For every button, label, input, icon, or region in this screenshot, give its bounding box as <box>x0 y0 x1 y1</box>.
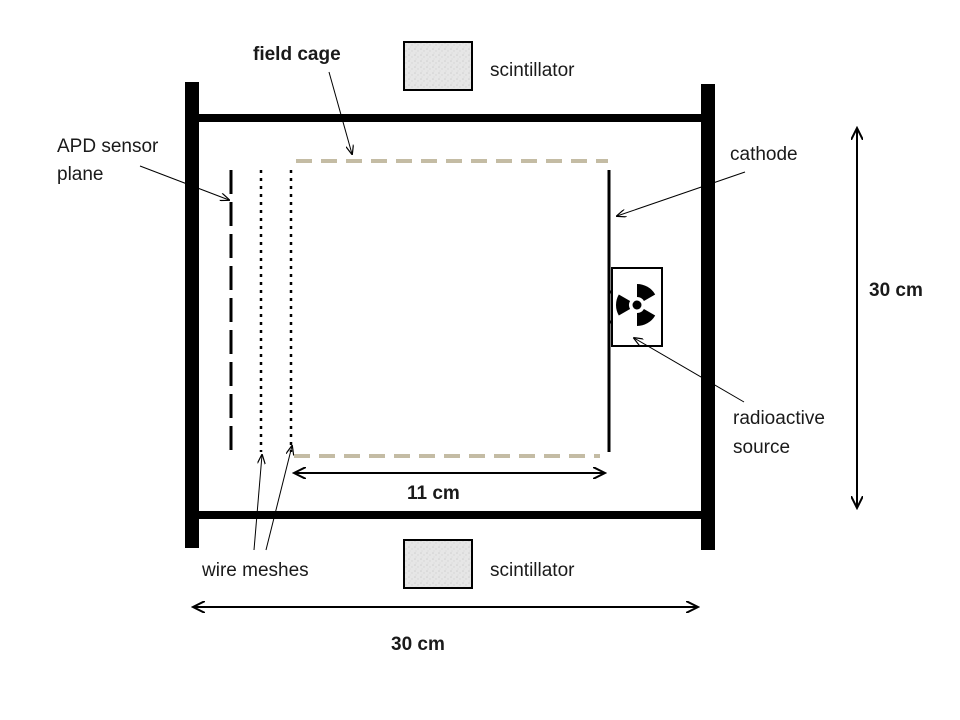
apd-pointer <box>139 165 229 200</box>
scintillator-top <box>403 41 473 91</box>
radiation-trefoil-icon <box>615 283 656 326</box>
wire-meshes-label: wire meshes <box>201 560 309 581</box>
wire-mesh-pointer-2 <box>265 446 292 551</box>
dim-height-label: 30 cm <box>869 280 923 301</box>
field-cage-label: field cage <box>253 44 341 65</box>
apd-label-line2: plane <box>57 164 104 185</box>
top-wall <box>185 114 715 122</box>
left-flange <box>185 82 199 548</box>
cathode-pointer <box>617 171 746 216</box>
bottom-wall <box>185 511 715 519</box>
radioactive-label-line1: radioactive <box>733 408 825 429</box>
cathode-label: cathode <box>730 144 798 165</box>
right-flange <box>701 84 715 550</box>
field-cage-pointer <box>328 71 352 154</box>
wire-mesh-pointer-1 <box>253 455 262 551</box>
dim-inner-label: 11 cm <box>407 483 460 504</box>
source-pointer <box>634 338 745 403</box>
scintillator-bottom <box>403 539 473 589</box>
vessel <box>185 82 715 550</box>
radioactive-label-line2: source <box>733 437 790 458</box>
apd-label-line1: APD sensor <box>57 136 159 157</box>
dim-width-label: 30 cm <box>391 634 445 655</box>
scintillator-bottom-label: scintillator <box>490 560 575 581</box>
scintillator-top-label: scintillator <box>490 60 575 81</box>
